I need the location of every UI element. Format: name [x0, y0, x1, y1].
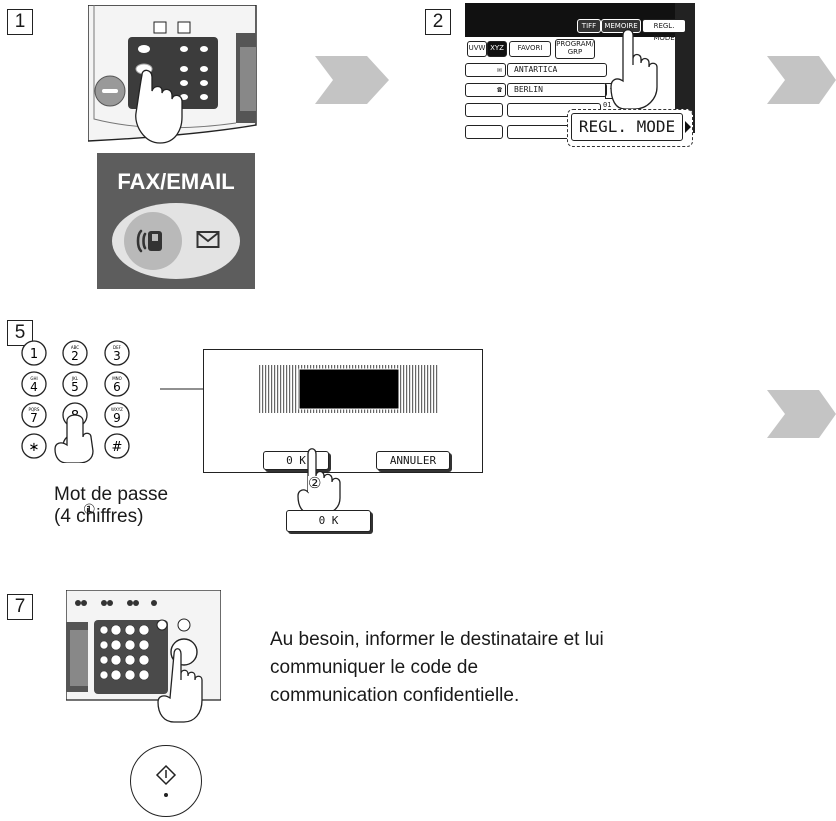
dest-field-left-1[interactable]: ✉ — [465, 63, 506, 77]
keypad-key-digit: # — [112, 440, 123, 455]
tab-xyz[interactable]: XYZ — [487, 41, 507, 57]
step-arrow-1-icon — [315, 56, 389, 104]
regl-mode-callout[interactable]: REGL. MODE — [567, 109, 693, 147]
tab-program-grp[interactable]: PROGRAM/ GRP — [555, 39, 595, 59]
cancel-button[interactable]: ANNULER — [376, 451, 450, 470]
step-number-1: 1 — [7, 9, 33, 35]
password-caption-line1: Mot de passe — [54, 484, 169, 505]
keypad-key-letters: ABC — [71, 345, 79, 350]
keypad-key-digit: 2 — [71, 349, 79, 363]
keypad-key-digit: 5 — [71, 380, 79, 394]
password-display-field[interactable] — [259, 365, 439, 413]
marker-2: ② — [308, 475, 322, 492]
keypad-key-digit: 1 — [30, 347, 38, 362]
dest-field-empty-3[interactable] — [465, 125, 503, 139]
step-arrow-3-icon — [767, 390, 836, 438]
tiff-button[interactable]: TIFF — [577, 19, 601, 33]
start-panel-illustration — [66, 590, 221, 723]
control-panel-illustration — [88, 5, 257, 144]
tab-uvw[interactable]: UVW — [467, 41, 487, 57]
step7-text-line3: communication confidentielle. — [270, 685, 520, 706]
start-button[interactable] — [130, 745, 202, 817]
password-caption-line2: (4 chiffres) — [54, 506, 144, 527]
dest-berlin-label: BERLIN — [514, 85, 543, 94]
dest-field-left-2[interactable]: ☎ — [465, 83, 506, 97]
step7-text-line2: communiquer le code de — [270, 657, 479, 678]
regl-mode-small-button[interactable]: REGL. MODE — [642, 19, 686, 42]
fax-email-title: FAX/EMAIL — [117, 169, 235, 194]
keypad-key-letters: PQRS — [29, 407, 40, 412]
keypad-key-letters: MNO — [112, 376, 122, 381]
step-number-2: 2 — [425, 9, 451, 35]
start-diamond-icon — [155, 764, 177, 797]
fax-key-icon[interactable] — [124, 212, 182, 270]
page-counter: 01 — [603, 101, 612, 109]
dest-antartica-label: ANTARTICA — [514, 65, 558, 74]
password-dialog: 0 K ANNULER — [203, 349, 483, 473]
fax-email-panel: FAX/EMAIL — [97, 153, 255, 289]
keypad-key-letters: WXYZ — [111, 407, 123, 412]
ok-button-large[interactable]: 0 K — [286, 510, 371, 532]
keypad-key-digit: 4 — [30, 380, 38, 394]
keypad-key-letters: GHI — [30, 376, 37, 381]
marker-1: ① — [83, 501, 96, 517]
keypad-key-digit: 6 — [113, 380, 121, 394]
fax-email-button-oval[interactable] — [112, 203, 240, 279]
envelope-icon — [196, 230, 220, 255]
step-number-7: 7 — [7, 594, 33, 620]
step7-text-line1: Au besoin, informer le destinataire et l… — [270, 629, 604, 650]
keypad-key-letters: DEF — [113, 345, 122, 350]
tab-favori[interactable]: FAVORI — [509, 41, 551, 57]
keypad-key-digit: 7 — [30, 411, 38, 425]
keypad-key-digit: 9 — [113, 411, 121, 425]
hand-pointer-keypad-icon — [54, 414, 94, 464]
callout-arrow-icon — [685, 121, 691, 133]
step-arrow-2-icon — [767, 56, 836, 104]
keypad-key-digit: 3 — [113, 349, 121, 363]
keypad-key-letters: JKL — [71, 376, 79, 381]
dest-field-antartica[interactable]: ANTARTICA — [507, 63, 607, 77]
touchscreen-illustration: TIFF MEMOIRE REGL. MODE UVW XYZ FAVORI P… — [465, 3, 695, 153]
keypad-key-digit: ∗ — [29, 440, 40, 455]
keypad-key-10[interactable]: ∗ — [21, 433, 47, 459]
dest-field-berlin[interactable]: BERLIN — [507, 83, 607, 97]
regl-mode-callout-label: REGL. MODE — [571, 113, 683, 141]
hand-pointer-icon — [610, 29, 658, 109]
keypad: 1ABC2DEF3GHI4JKL5MNO6PQRS78WXYZ9∗0# — [17, 333, 177, 464]
keypad-key-12[interactable]: # — [104, 433, 130, 459]
keypad-svg: 1ABC2DEF3GHI4JKL5MNO6PQRS78WXYZ9∗0# — [21, 340, 130, 464]
dest-field-empty-1[interactable] — [465, 103, 503, 117]
keypad-key-1[interactable]: 1 — [21, 340, 47, 366]
memoire-button[interactable]: MEMOIRE — [601, 19, 641, 33]
